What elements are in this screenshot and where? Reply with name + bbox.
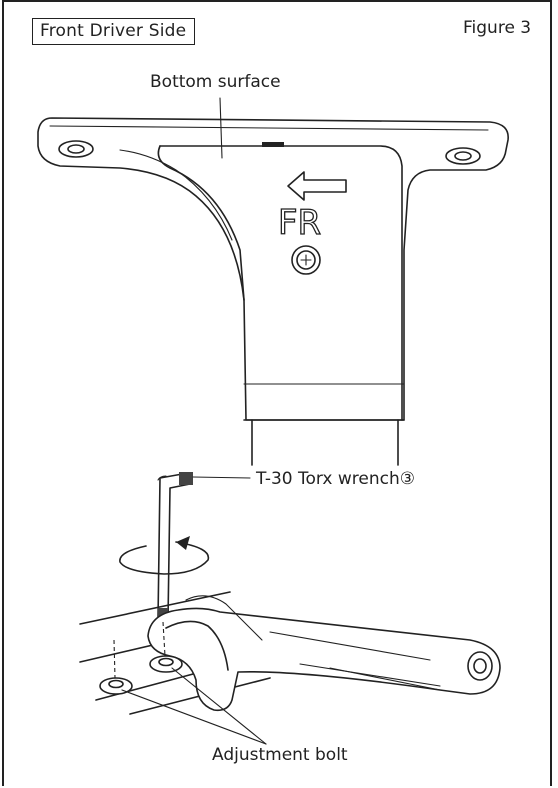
seat-bracket-drawing: FR [37, 117, 509, 466]
callout-adjustment-bolt: Adjustment bolt [212, 745, 348, 765]
figure-label: Figure 3 [463, 18, 532, 38]
side-label: Front Driver Side [32, 18, 196, 45]
fr-marking: FR [278, 203, 321, 243]
leader-bottom-surface [219, 97, 223, 159]
leader-torx [192, 476, 251, 479]
callout-torx-wrench: T-30 Torx wrench③ [256, 469, 416, 489]
seat-arm-drawing [79, 591, 501, 715]
leader-adjust-2 [121, 689, 267, 745]
leader-adjust-1 [171, 667, 267, 745]
callout-bottom-surface: Bottom surface [150, 72, 281, 92]
